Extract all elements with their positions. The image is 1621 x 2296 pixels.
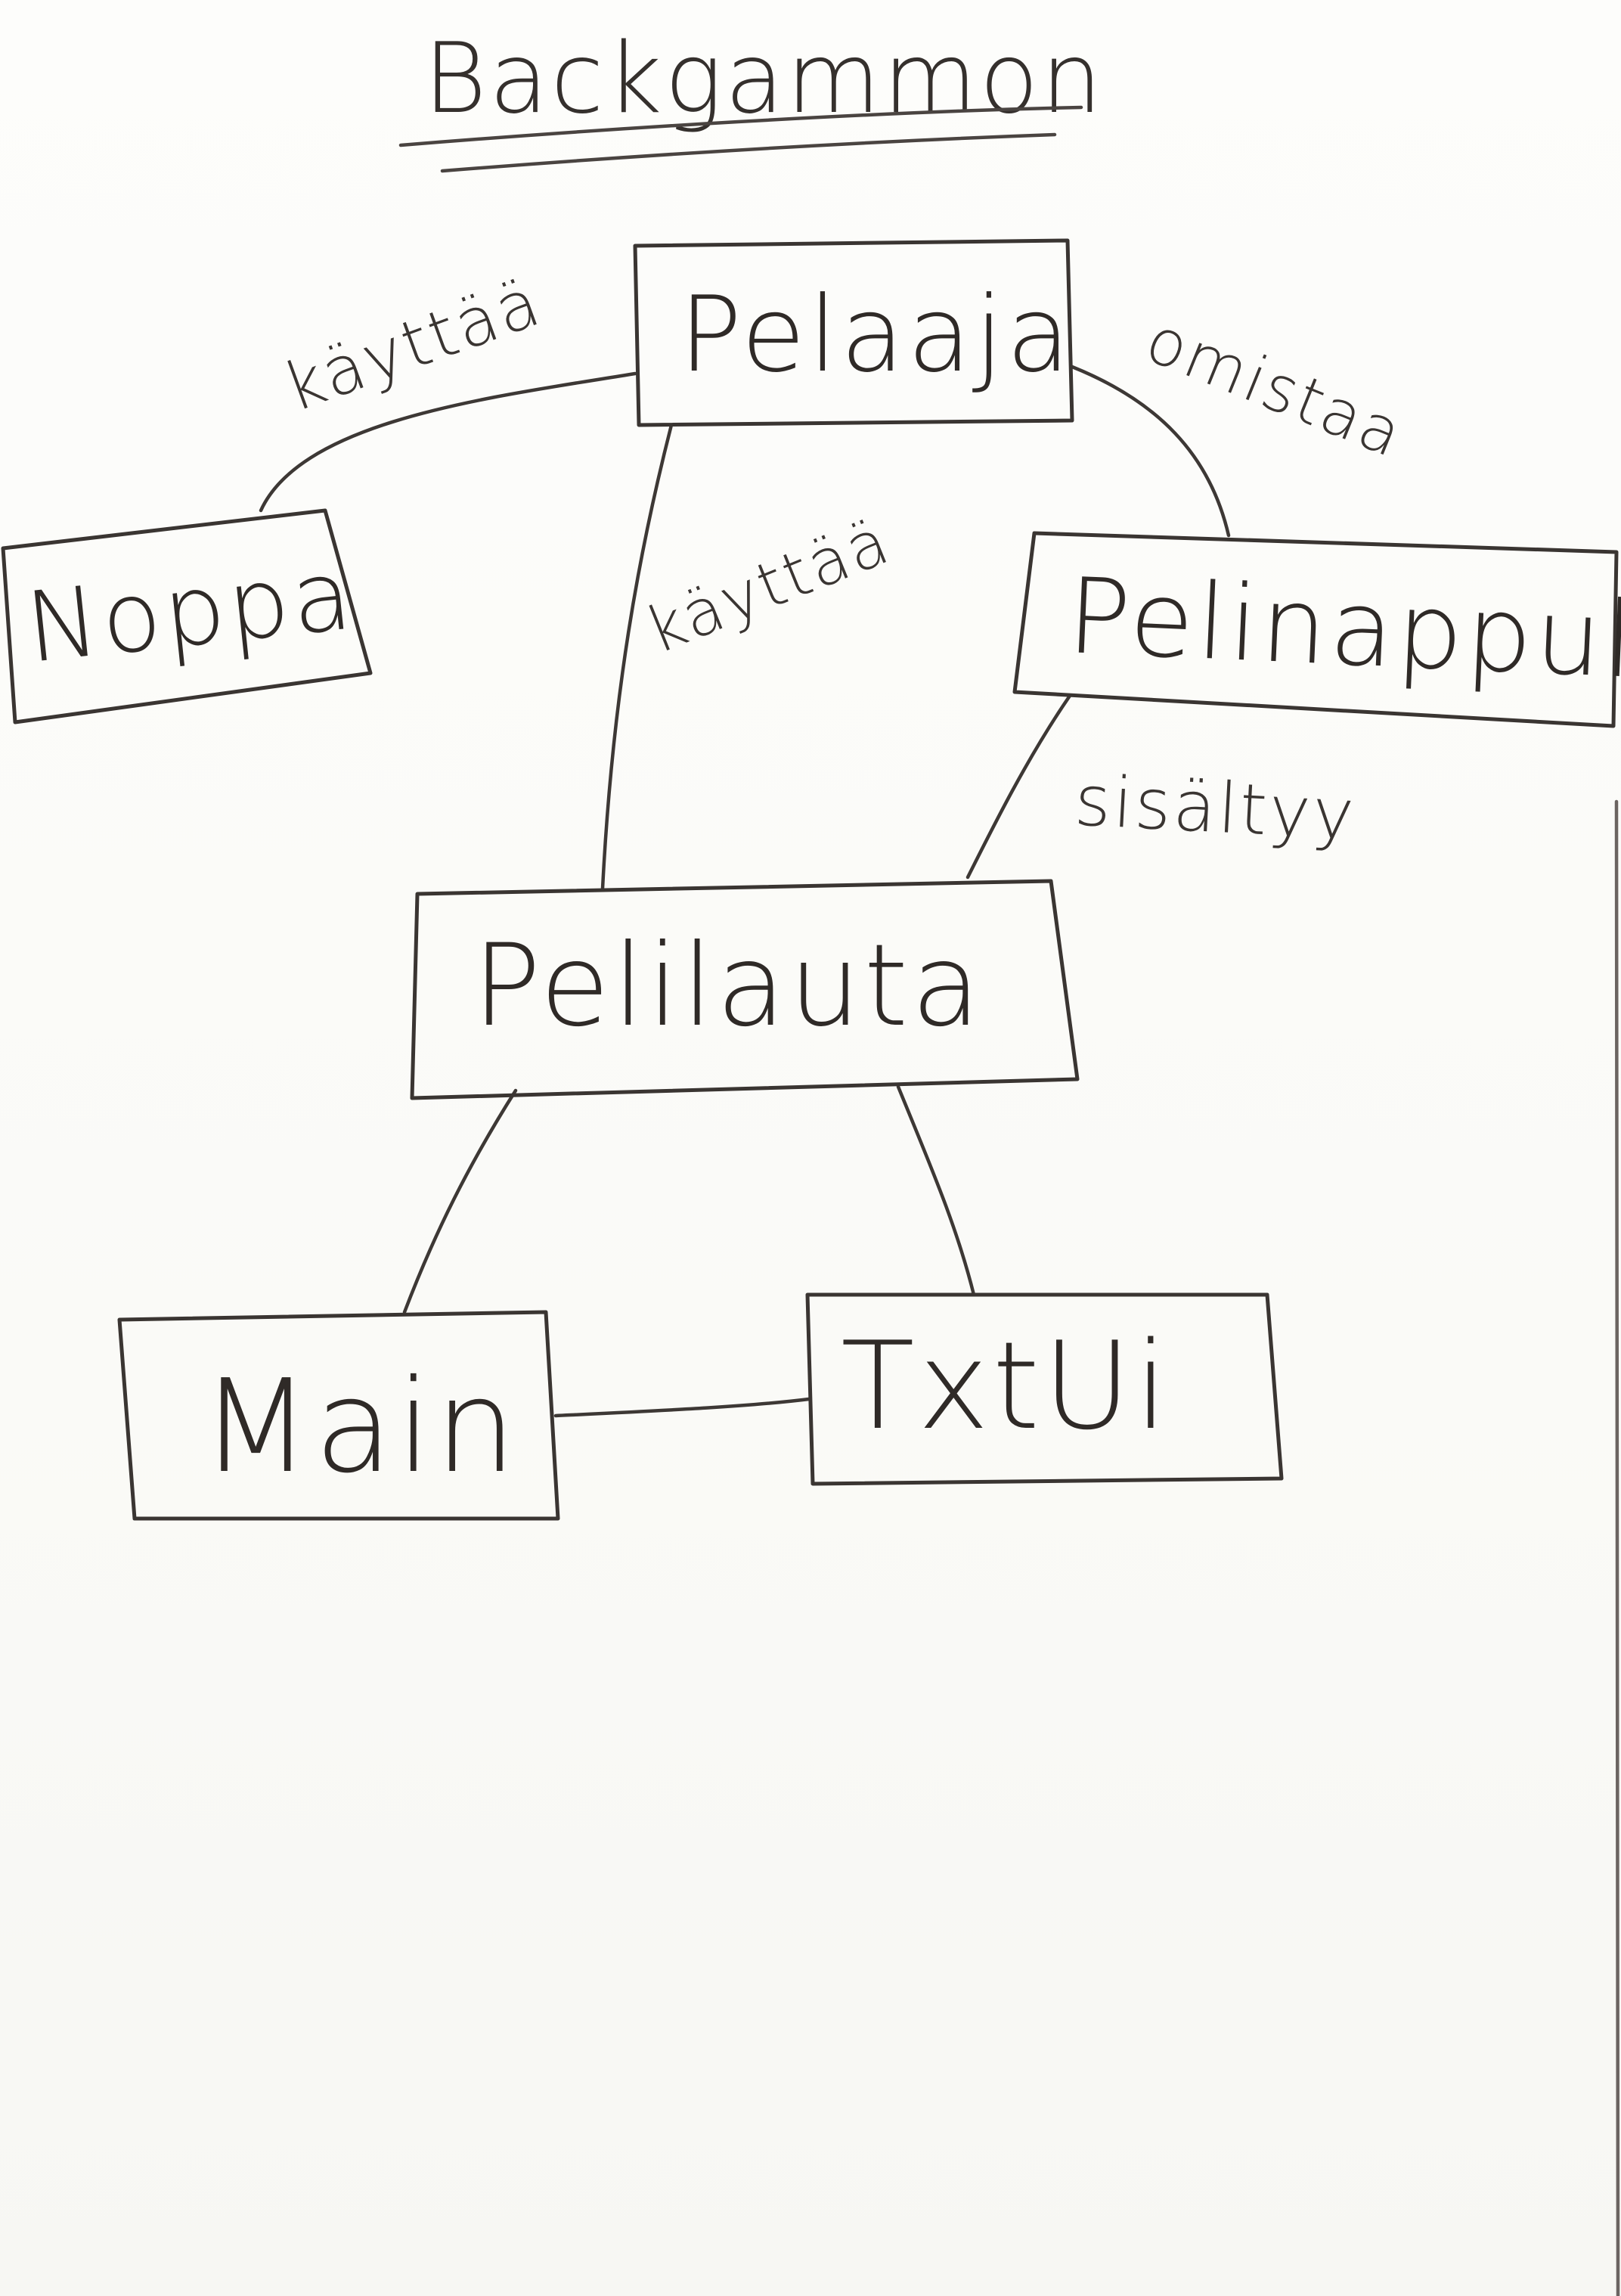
node-pelinappula-label: Pelinappula (1065, 555, 1621, 705)
paper-edge-line (1614, 799, 1620, 2296)
node-txtui-label: TxtUi (841, 1315, 1171, 1457)
edge-pelilauta-txtui (896, 1084, 976, 1297)
node-pelaaja: Pelaaja (633, 238, 1074, 427)
edge-pelaaja-pelinappula (1070, 365, 1231, 538)
edge-pelinappula-pelilauta (965, 693, 1072, 880)
node-main: Main (117, 1310, 560, 1521)
edge-label-pelaaja-pelilauta: käyttää (636, 504, 900, 669)
diagram-title: Backgammon (423, 23, 1105, 135)
node-noppa: Noppa (1, 508, 373, 724)
node-main-label: Main (200, 1352, 519, 1502)
node-pelaaja-label: Pelaaja (679, 274, 1074, 396)
edge-label-pelaaja-noppa: käyttää (274, 262, 551, 427)
edge-main-txtui (553, 1397, 811, 1418)
edge-pelaaja-pelilauta (600, 423, 674, 891)
title-underline-2 (440, 132, 1057, 173)
edge-label-pelaaja-pelinappula: omistaa (1136, 303, 1415, 473)
edge-pelilauta-main (402, 1088, 518, 1314)
title-underline-1 (398, 105, 1083, 147)
edge-pelaaja-noppa (259, 371, 637, 513)
node-noppa-label: Noppa (21, 538, 360, 685)
node-txtui: TxtUi (805, 1292, 1284, 1486)
edge-label-pelinappula-pelilauta: sisältyy (1073, 760, 1358, 855)
node-pelilauta-label: Pelilauta (473, 920, 984, 1052)
node-pelilauta: Pelilauta (410, 879, 1080, 1100)
node-pelinappula: Pelinappula (1012, 531, 1621, 728)
